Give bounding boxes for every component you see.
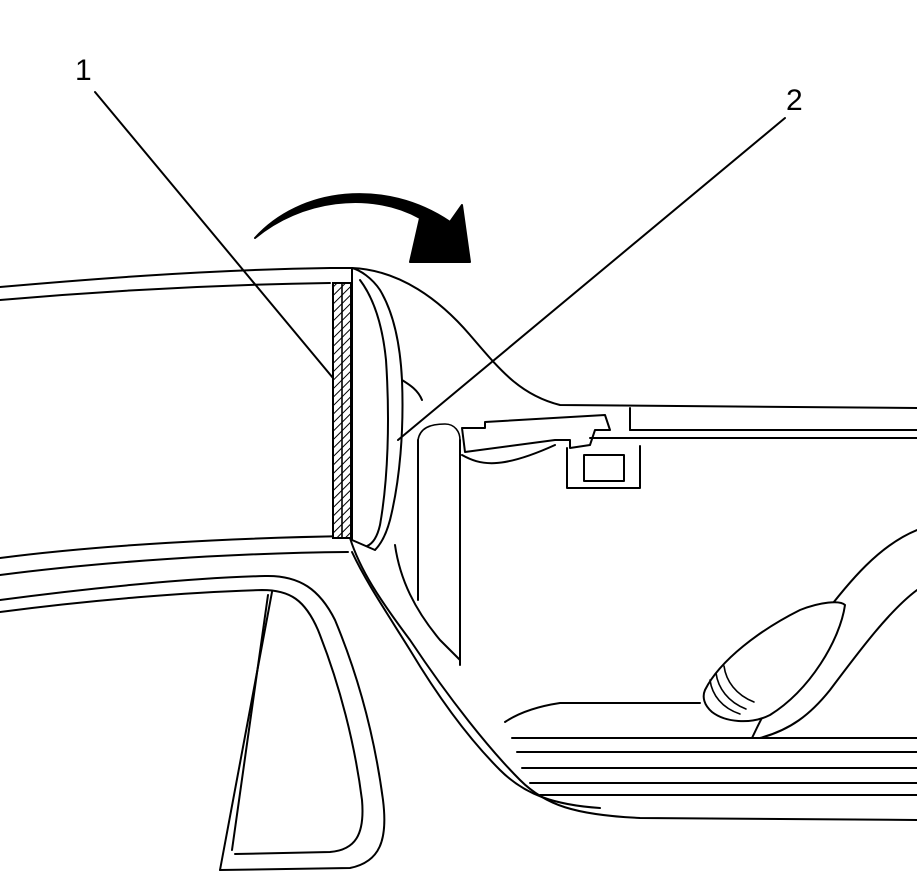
callout-label-2: 2 — [786, 84, 803, 117]
leader-line-2 — [397, 117, 786, 441]
leader-line-1 — [94, 91, 334, 379]
rear-quarter-window — [0, 574, 386, 871]
latch-bracket — [461, 414, 641, 489]
callout-label-1: 1 — [75, 54, 92, 87]
door-frame — [349, 537, 917, 821]
seat-back — [702, 529, 917, 739]
floor-sill — [504, 702, 917, 796]
pillar-post — [417, 423, 461, 666]
roof-rail — [0, 267, 917, 439]
window-glass-panel — [351, 267, 423, 551]
weatherstrip-seal — [332, 282, 352, 539]
belt-line — [0, 535, 351, 576]
curved-arrow-icon — [254, 193, 471, 263]
callout-leaders — [94, 91, 786, 441]
